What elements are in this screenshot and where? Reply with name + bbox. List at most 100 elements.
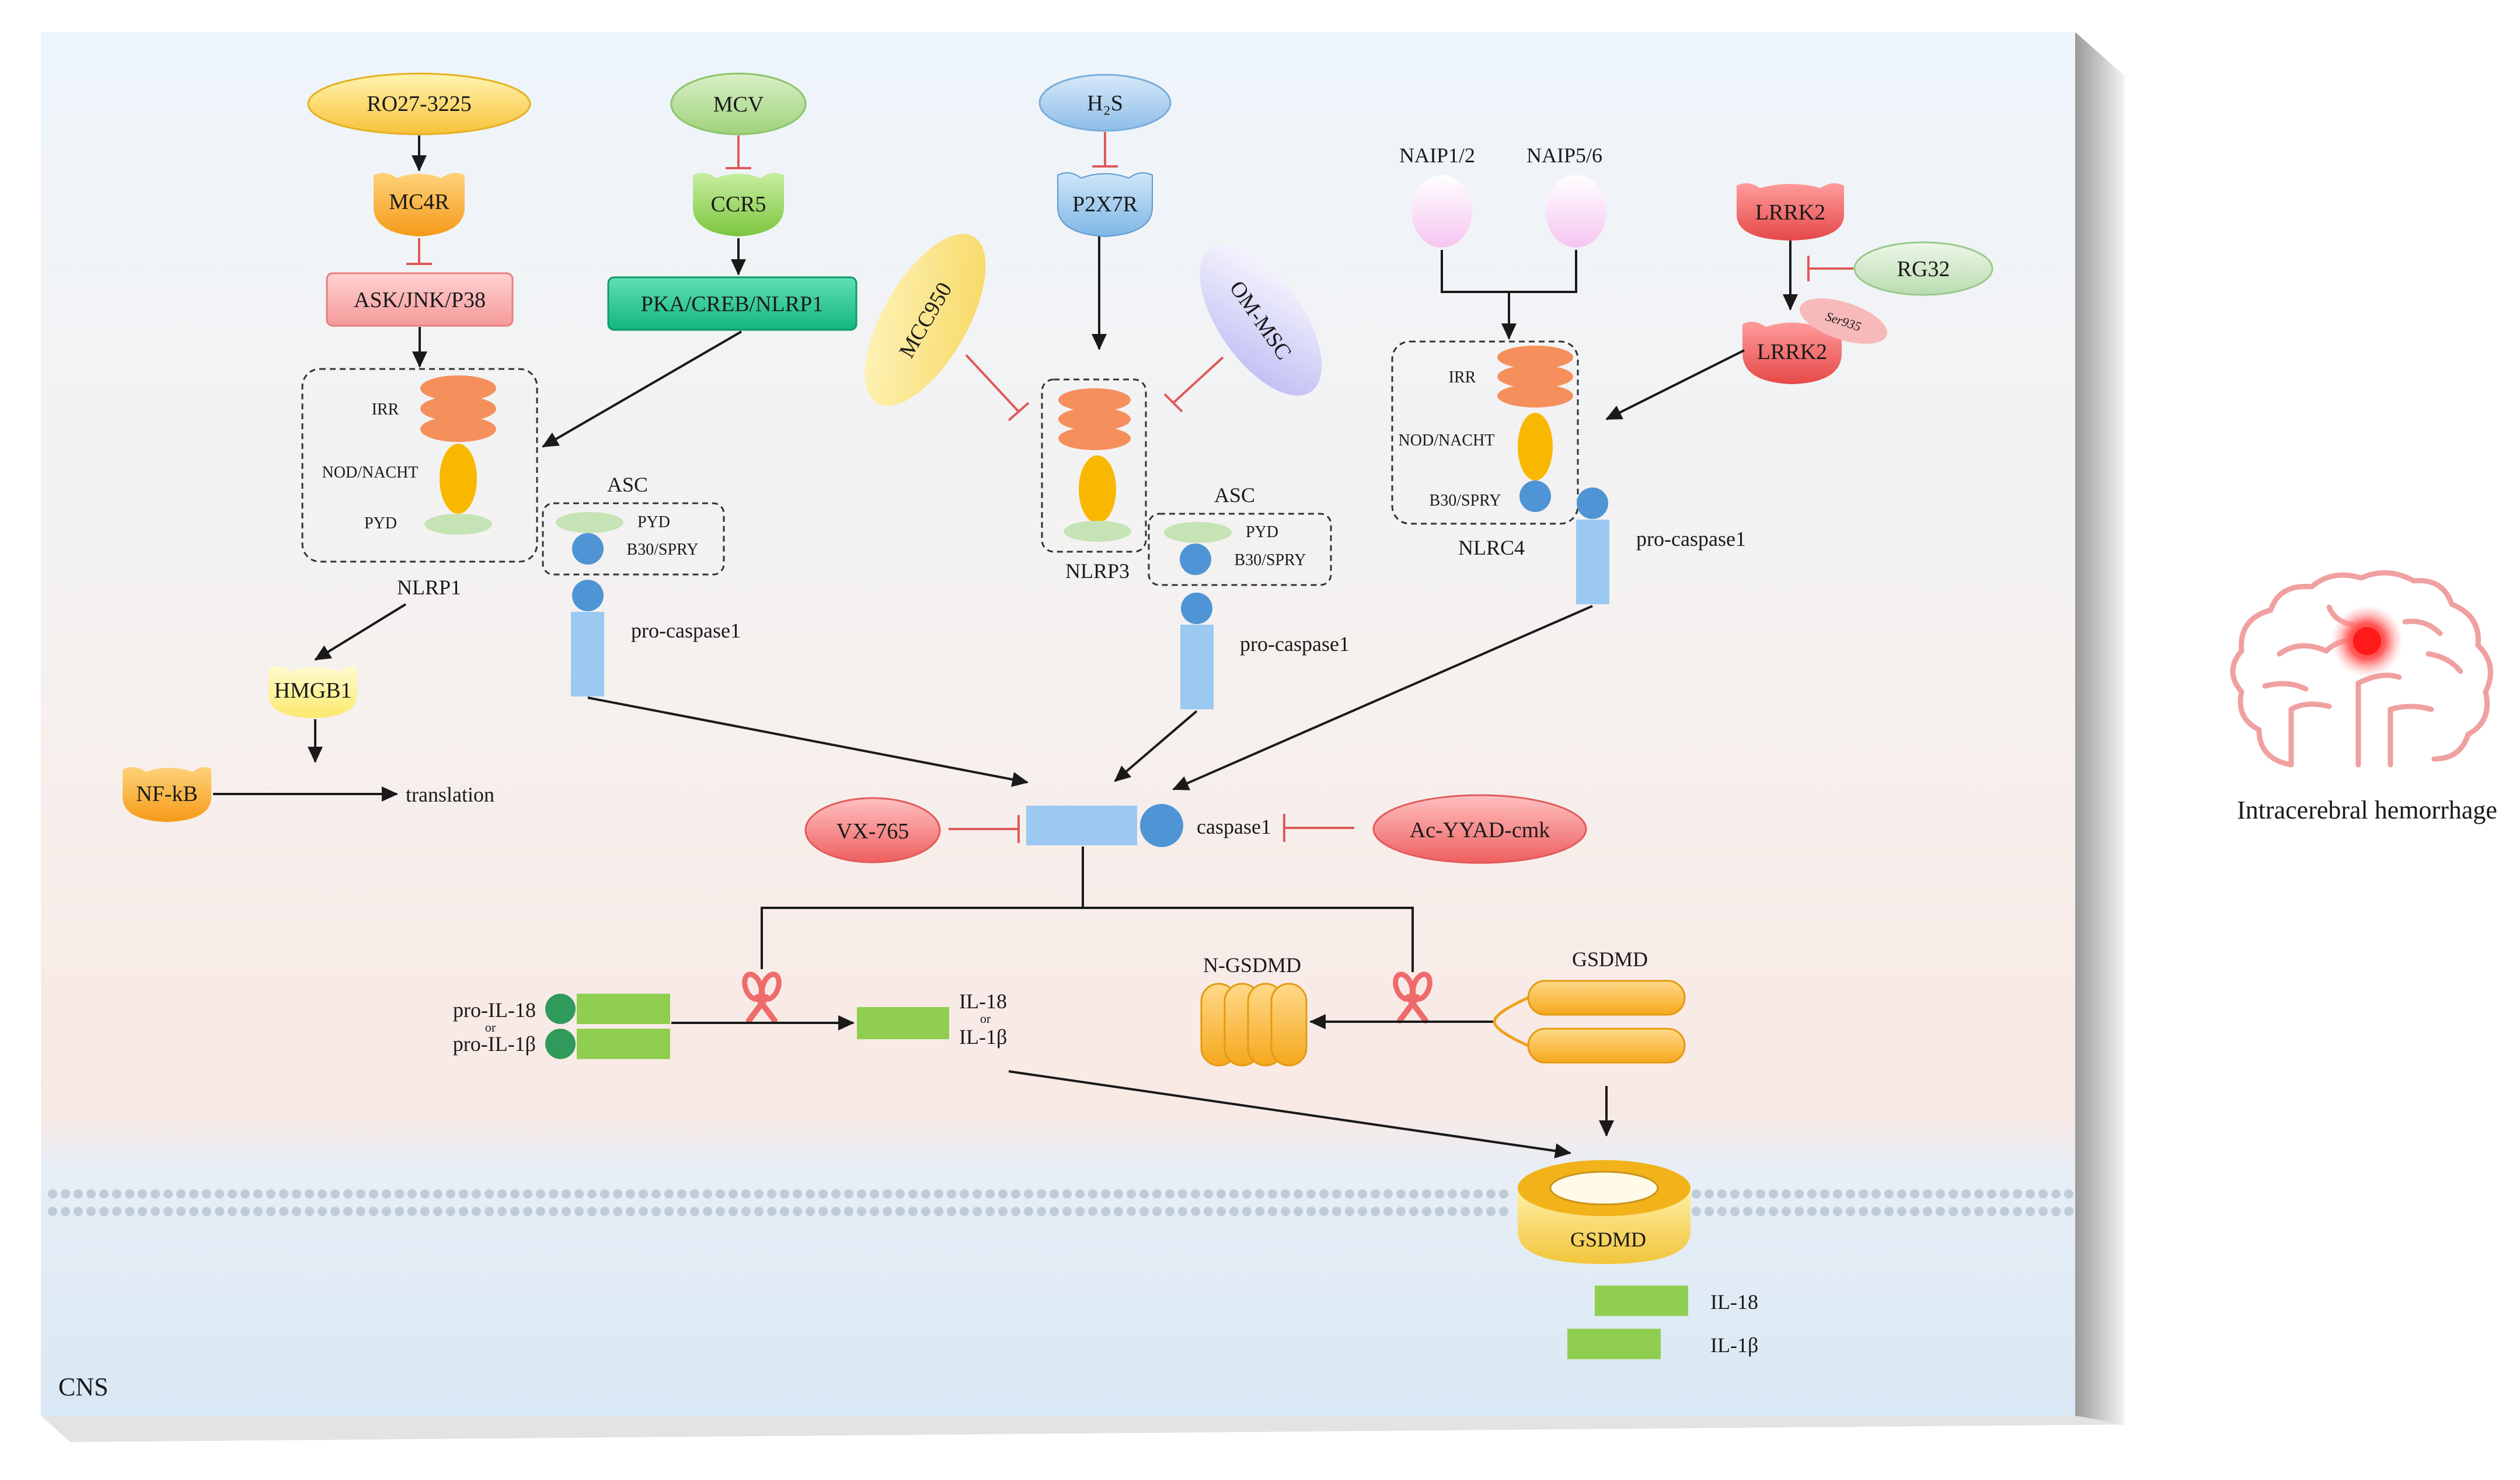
svg-text:IL-1β: IL-1β <box>959 1025 1007 1049</box>
membrane-lipid-dot <box>1255 1189 1264 1199</box>
membrane-lipid-dot <box>1396 1207 1406 1216</box>
ac-yyad-cmk-node: Ac-YYAD-cmk <box>1372 794 1587 864</box>
membrane-lipid-dot <box>1756 1189 1765 1199</box>
membrane-lipid-dot <box>433 1207 442 1216</box>
membrane-lipid-dot <box>998 1207 1008 1216</box>
membrane-lipid-dot <box>1486 1189 1496 1199</box>
membrane-lipid-dot <box>1769 1189 1778 1199</box>
membrane-lipid-dot <box>960 1189 969 1199</box>
membrane-lipid-dot <box>921 1189 930 1199</box>
membrane-lipid-dot <box>562 1189 571 1199</box>
membrane-lipid-dot <box>1217 1207 1226 1216</box>
svg-text:pro-IL-1β: pro-IL-1β <box>453 1032 536 1056</box>
nlrp3-label: NLRP3 <box>1065 559 1130 583</box>
membrane-lipid-dot <box>857 1189 866 1199</box>
membrane-lipid-dot <box>138 1189 147 1199</box>
mcv-node: MCV <box>670 72 807 135</box>
membrane-lipid-dot <box>793 1189 802 1199</box>
membrane-lipid-dot <box>99 1189 109 1199</box>
membrane-lipid-dot <box>703 1207 712 1216</box>
membrane-lipid-dot <box>818 1189 828 1199</box>
membrane-lipid-dot <box>1281 1189 1290 1199</box>
membrane-lipid-dot <box>48 1207 57 1216</box>
membrane-lipid-dot <box>703 1189 712 1199</box>
membrane-lipid-dot <box>395 1189 404 1199</box>
membrane-lipid-dot <box>1794 1207 1804 1216</box>
membrane-lipid-dot <box>1422 1189 1431 1199</box>
svg-text:CCR5: CCR5 <box>710 192 766 217</box>
membrane-lipid-dot <box>382 1207 391 1216</box>
membrane-lipid-dot <box>356 1207 365 1216</box>
membrane-lipid-dot <box>369 1207 378 1216</box>
membrane-lipid-dot <box>1448 1207 1457 1216</box>
membrane-lipid-dot <box>754 1207 764 1216</box>
caspase1: caspase1 <box>1026 804 1271 847</box>
arrow-il-to-pore <box>1008 1070 1571 1159</box>
membrane-lipid-dot <box>2000 1189 2009 1199</box>
membrane-lipid-dot <box>793 1207 802 1216</box>
svg-text:or: or <box>980 1011 991 1026</box>
mc4r-receptor: MC4R <box>374 173 465 236</box>
membrane-lipid-dot <box>1255 1207 1264 1216</box>
membrane-lipid-dot <box>1448 1189 1457 1199</box>
inhibit-mc4r-ask <box>406 238 432 265</box>
svg-text:PYD: PYD <box>637 513 670 531</box>
membrane-lipid-dot <box>86 1189 96 1199</box>
membrane-lipid-dot <box>497 1207 507 1216</box>
membrane-lipid-dot <box>369 1189 378 1199</box>
membrane-lipid-dot <box>1833 1207 1842 1216</box>
n-gsdmd-label: N-GSDMD <box>1203 953 1301 977</box>
pka-creb-nlrp1-box: PKA/CREB/NLRP1 <box>607 276 858 331</box>
lrrk2-bottom-receptor: LRRK2 <box>1742 322 1842 384</box>
ro27-3225-node: RO27-3225 <box>307 72 531 135</box>
membrane-lipid-dot <box>883 1189 892 1199</box>
membrane-lipid-dot <box>1127 1189 1136 1199</box>
membrane-lipid-dot <box>112 1189 121 1199</box>
membrane-lipid-dot <box>1229 1207 1239 1216</box>
membrane-lipid-dot <box>934 1207 943 1216</box>
membrane-lipid-dot <box>1204 1189 1213 1199</box>
membrane-lipid-dot <box>1897 1207 1906 1216</box>
inhibit-vx765-caspase1 <box>949 815 1020 843</box>
membrane-lipid-dot <box>202 1189 211 1199</box>
svg-text:NOD/NACHT: NOD/NACHT <box>1399 431 1495 450</box>
membrane-lipid-dot <box>1910 1189 1919 1199</box>
membrane-lipid-dot <box>741 1189 751 1199</box>
naip12-label: NAIP1/2 <box>1399 144 1475 167</box>
membrane-lipid-dot <box>767 1189 776 1199</box>
membrane-lipid-dot <box>639 1189 648 1199</box>
membrane-lipid-dot <box>99 1207 109 1216</box>
inhibit-mcv-ccr5 <box>726 135 751 169</box>
membrane-lipid-dot <box>626 1207 635 1216</box>
nlrc4-label: NLRC4 <box>1458 536 1525 559</box>
membrane-lipid-dot <box>138 1207 147 1216</box>
membrane-lipid-dot <box>151 1189 160 1199</box>
membrane-lipid-dot <box>1884 1207 1894 1216</box>
membrane-lipid-dot <box>574 1207 584 1216</box>
membrane-lipid-dot <box>1358 1189 1367 1199</box>
svg-text:B30/SPRY: B30/SPRY <box>1430 492 1501 510</box>
membrane-lipid-dot <box>1011 1207 1020 1216</box>
membrane-lipid-dot <box>1217 1189 1226 1199</box>
svg-text:pro-IL-18: pro-IL-18 <box>453 998 536 1022</box>
membrane-lipid-dot <box>1435 1207 1444 1216</box>
membrane-lipid-dot <box>831 1207 841 1216</box>
membrane-lipid-dot <box>1884 1189 1894 1199</box>
membrane-lipid-dot <box>1730 1189 1740 1199</box>
asc-left-complex: PYD B30/SPRY <box>542 502 725 576</box>
svg-text:PKA/CREB/NLRP1: PKA/CREB/NLRP1 <box>641 292 824 316</box>
intracerebral-hemorrhage-label: Intracerebral hemorrhage <box>2237 796 2497 824</box>
membrane-lipid-dot <box>86 1207 96 1216</box>
membrane-lipid-dot <box>973 1207 982 1216</box>
membrane-lipid-dot <box>1499 1207 1508 1216</box>
membrane-lipid-dot <box>1114 1207 1123 1216</box>
membrane-lipid-dot <box>485 1207 494 1216</box>
membrane-lipid-dot <box>330 1207 340 1216</box>
membrane-lipid-dot <box>549 1189 558 1199</box>
membrane-lipid-dot <box>741 1207 751 1216</box>
membrane-lipid-dot <box>407 1207 417 1216</box>
membrane-lipid-dot <box>2051 1207 2061 1216</box>
membrane-lipid-dot <box>1794 1189 1804 1199</box>
inhibit-mcc950-nlrp3 <box>965 354 1030 422</box>
membrane-lipid-dot <box>1345 1189 1354 1199</box>
